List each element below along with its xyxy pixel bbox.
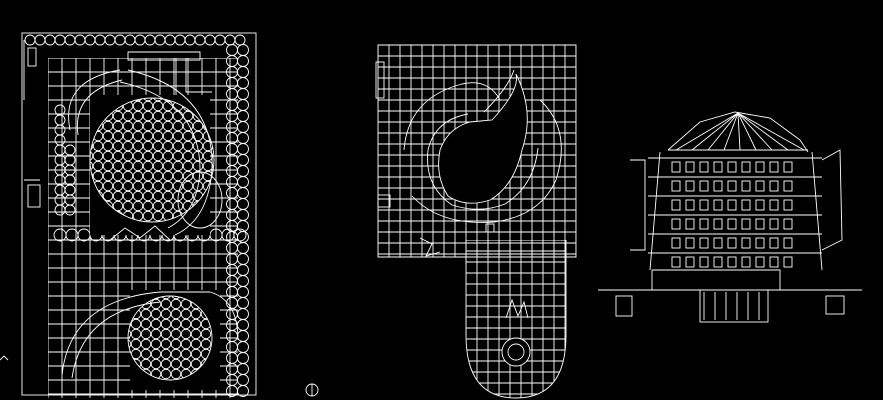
lower-arc-walk	[61, 291, 239, 376]
building-elevation-right	[598, 111, 862, 323]
stem-stair	[505, 298, 529, 319]
stem-side-stair	[419, 237, 441, 257]
top-tree-row	[24, 34, 246, 46]
left-tree-cluster-2	[64, 144, 76, 216]
curved-walk-outer	[127, 69, 213, 236]
stem-fountain	[501, 337, 531, 367]
lower-arc-walk-inner	[71, 301, 161, 379]
entry-walls	[175, 58, 212, 95]
drawing-marks	[0, 355, 319, 397]
curved-walk-left	[68, 69, 121, 131]
entrance-block	[699, 289, 769, 323]
right-tree-column-2	[226, 44, 238, 397]
central-circle-outline	[89, 97, 215, 223]
small-pond	[177, 171, 223, 229]
podium	[651, 269, 781, 290]
edge-tick	[0, 355, 9, 361]
corner-detail-a	[27, 47, 37, 67]
left-cantilever	[630, 159, 646, 251]
curved-walk-inner	[119, 81, 201, 229]
corner-detail-b	[27, 184, 41, 208]
building-sides	[649, 151, 823, 271]
side-block-right	[825, 295, 845, 315]
curved-walk-left-inner	[76, 79, 123, 136]
dome-outline	[667, 111, 809, 153]
loop-path	[403, 82, 562, 223]
edge-marks	[23, 40, 40, 181]
entry-gate	[127, 51, 201, 61]
right-cantilever	[821, 149, 843, 251]
central-pond	[438, 73, 528, 204]
mid-edge-block	[375, 61, 385, 99]
lower-circle-outline	[127, 295, 213, 381]
stem-outline	[465, 240, 567, 399]
stem-fountain-inner	[507, 343, 525, 361]
stair-detail	[109, 225, 171, 241]
pond-edge-outer	[427, 69, 539, 210]
top-grid-outline	[377, 44, 577, 258]
right-tree-column-1	[237, 44, 249, 397]
side-block-left	[615, 295, 633, 317]
left-tree-cluster	[54, 104, 66, 216]
left-plan-outline	[21, 32, 257, 396]
middle-stem-grid	[466, 240, 566, 398]
site-plan-left	[21, 32, 257, 398]
site-plan-middle	[375, 44, 577, 399]
mid-edge-block-2	[377, 194, 391, 208]
mid-small-block	[485, 223, 495, 233]
